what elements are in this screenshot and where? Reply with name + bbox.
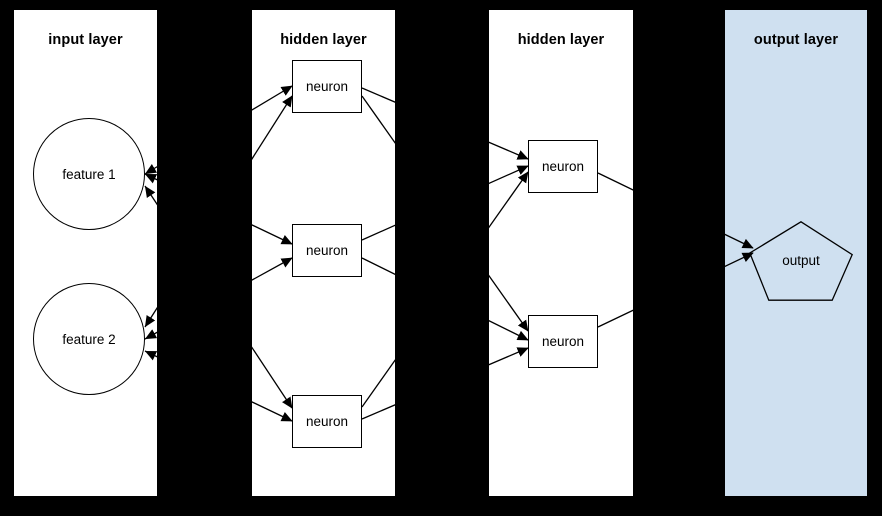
pentagon-shape (748, 221, 854, 301)
gap-mask-gap-1 (157, 0, 252, 516)
node-output-node[interactable]: output (748, 221, 854, 301)
layer-panel-hidden-2: hidden layer (489, 10, 633, 496)
node-hidden1-neuron-1[interactable]: neuron (292, 60, 362, 113)
node-label-hidden2-neuron-1: neuron (541, 159, 585, 174)
node-hidden1-neuron-3[interactable]: neuron (292, 395, 362, 448)
node-hidden2-neuron-1[interactable]: neuron (528, 140, 598, 193)
layer-title-hidden-2: hidden layer (517, 32, 605, 48)
bottom-band (0, 496, 882, 516)
node-label-hidden1-neuron-2: neuron (305, 243, 349, 258)
left-band (0, 0, 14, 516)
layer-panel-input: input layer (14, 10, 157, 496)
node-label-hidden1-neuron-1: neuron (305, 79, 349, 94)
node-label-hidden1-neuron-3: neuron (305, 414, 349, 429)
layer-title-input: input layer (48, 32, 123, 48)
node-feature-1[interactable]: feature 1 (33, 118, 145, 230)
right-band (867, 0, 882, 516)
layer-title-output: output layer (753, 32, 839, 48)
node-hidden1-neuron-2[interactable]: neuron (292, 224, 362, 277)
top-band (0, 0, 882, 10)
layer-title-hidden-1: hidden layer (280, 32, 367, 48)
gap-mask-gap-2 (395, 0, 489, 516)
node-hidden2-neuron-2[interactable]: neuron (528, 315, 598, 368)
gap-mask-gap-3 (633, 0, 725, 516)
node-label-feature-2: feature 2 (62, 331, 116, 347)
node-label-feature-1: feature 1 (62, 166, 116, 182)
node-label-hidden2-neuron-2: neuron (541, 334, 585, 349)
node-label-output-node: output (782, 253, 820, 268)
node-feature-2[interactable]: feature 2 (33, 283, 145, 395)
